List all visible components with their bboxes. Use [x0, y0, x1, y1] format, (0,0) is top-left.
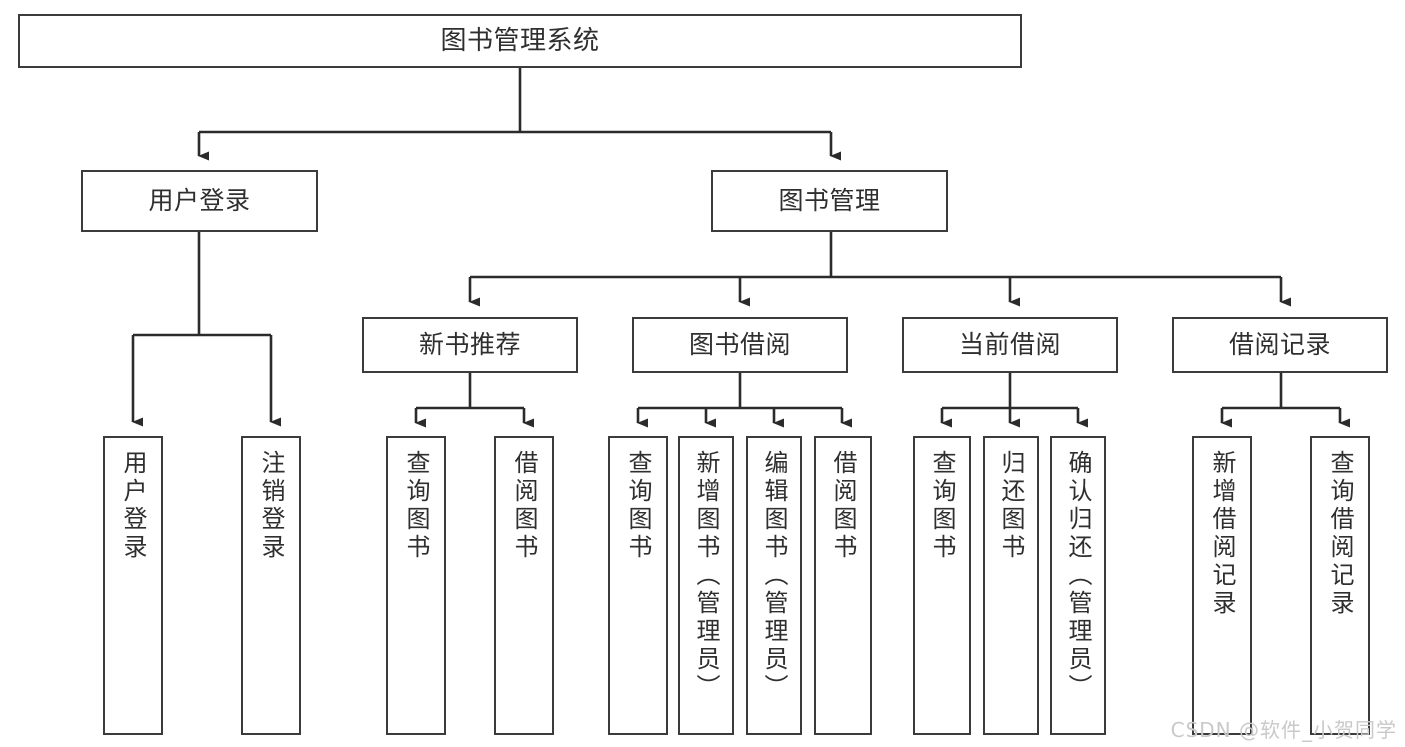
leaf-query-book-2-label: 查询图书 [624, 450, 652, 562]
leaf-logout-login-label: 注销登录 [257, 450, 285, 562]
node-current-borrow-label: 当前借阅 [958, 330, 1061, 360]
leaf-query-record-label: 查询借阅记录 [1326, 450, 1354, 618]
leaf-query-book-2[interactable]: 查询图书 [608, 436, 668, 735]
leaf-return-book[interactable]: 归还图书 [983, 436, 1039, 735]
leaf-query-book-1[interactable]: 查询图书 [386, 436, 446, 735]
node-new-book-recommend-label: 新书推荐 [418, 330, 521, 360]
node-user-login-label: 用户登录 [148, 186, 251, 216]
leaf-borrow-book-2-label: 借阅图书 [829, 450, 857, 562]
leaf-query-record[interactable]: 查询借阅记录 [1310, 436, 1370, 735]
leaf-add-book-label: 新增图书（管理员） [692, 450, 720, 702]
leaf-user-login[interactable]: 用户登录 [103, 436, 163, 735]
node-root-label: 图书管理系统 [440, 25, 600, 56]
leaf-confirm-return-label: 确认归还（管理员） [1064, 450, 1092, 702]
node-book-manage-label: 图书管理 [778, 186, 881, 216]
leaf-add-record[interactable]: 新增借阅记录 [1192, 436, 1252, 735]
node-borrow-record[interactable]: 借阅记录 [1172, 317, 1388, 373]
leaf-user-login-label: 用户登录 [119, 450, 147, 562]
node-book-manage[interactable]: 图书管理 [711, 170, 948, 232]
leaf-add-record-label: 新增借阅记录 [1208, 450, 1236, 618]
leaf-edit-book-label: 编辑图书（管理员） [760, 450, 788, 702]
node-borrow-record-label: 借阅记录 [1228, 330, 1331, 360]
leaf-confirm-return[interactable]: 确认归还（管理员） [1050, 436, 1106, 735]
node-new-book-recommend[interactable]: 新书推荐 [362, 317, 578, 373]
node-root[interactable]: 图书管理系统 [18, 14, 1022, 68]
node-book-borrow-label: 图书借阅 [688, 330, 791, 360]
node-user-login[interactable]: 用户登录 [81, 170, 318, 232]
leaf-logout-login[interactable]: 注销登录 [241, 436, 301, 735]
leaf-edit-book[interactable]: 编辑图书（管理员） [746, 436, 802, 735]
node-current-borrow[interactable]: 当前借阅 [902, 317, 1118, 373]
leaf-query-book-3[interactable]: 查询图书 [913, 436, 971, 735]
leaf-borrow-book-1[interactable]: 借阅图书 [494, 436, 554, 735]
leaf-query-book-3-label: 查询图书 [928, 450, 956, 562]
leaf-query-book-1-label: 查询图书 [402, 450, 430, 562]
leaf-borrow-book-1-label: 借阅图书 [510, 450, 538, 562]
leaf-add-book[interactable]: 新增图书（管理员） [678, 436, 734, 735]
leaf-borrow-book-2[interactable]: 借阅图书 [814, 436, 872, 735]
node-book-borrow[interactable]: 图书借阅 [632, 317, 848, 373]
leaf-return-book-label: 归还图书 [997, 450, 1025, 562]
